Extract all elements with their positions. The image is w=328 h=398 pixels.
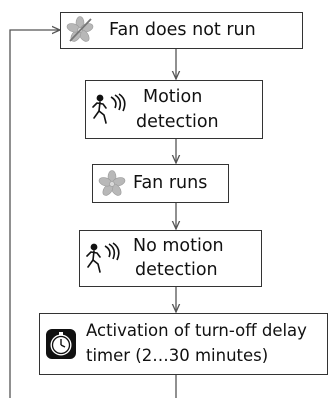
step-no-motion-detection: No motion detection xyxy=(79,230,262,287)
motion-sensor-icon xyxy=(92,93,126,124)
loop-back-line xyxy=(9,30,60,398)
step-label-line1: Activation of turn-off delay xyxy=(86,321,307,340)
step-label-line1: Motion xyxy=(143,87,203,107)
step-label-line2: detection xyxy=(135,260,218,280)
motion-sensor-icon xyxy=(86,242,120,273)
step-label-line2: detection xyxy=(136,112,219,132)
step-label-line2: timer (2…30 minutes) xyxy=(86,346,269,365)
step-fan-runs: Fan runs xyxy=(92,164,229,203)
fan-icon xyxy=(98,170,126,196)
step-label: Fan does not run xyxy=(109,20,256,40)
step-label-line1: No motion xyxy=(133,236,224,256)
fan-icon xyxy=(66,16,94,42)
step-label: Fan runs xyxy=(133,173,208,193)
step-motion-detection: Motion detection xyxy=(85,80,263,139)
step-fan-not-running: Fan does not run xyxy=(60,12,303,49)
step-timer-activation: Activation of turn-off delay timer (2…30… xyxy=(39,313,328,375)
timer-icon xyxy=(46,329,76,359)
